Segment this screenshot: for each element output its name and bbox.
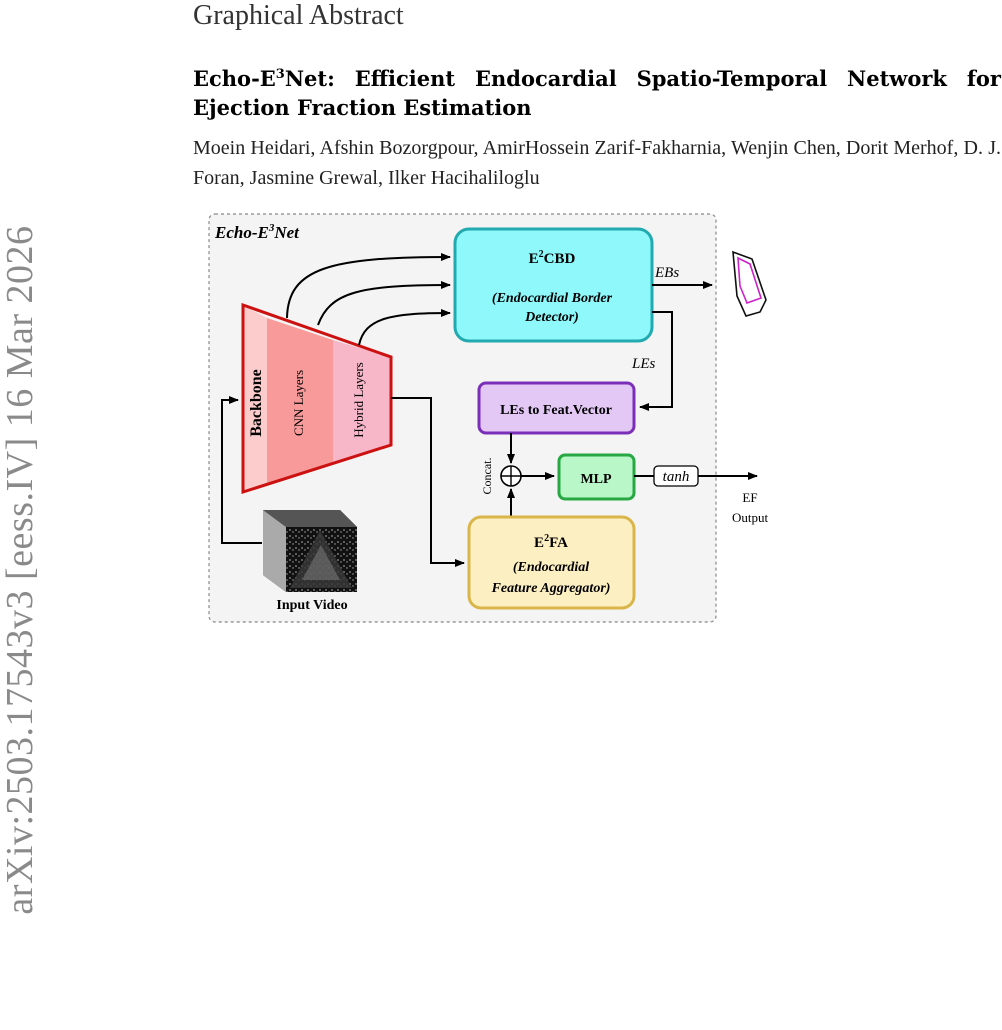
arrow-backbone-to-fa: [391, 397, 465, 567]
les-to-feature-block: LEs to Feat.Vector: [477, 381, 636, 435]
arrow-backbone-cnn-to-cbd-top: [286, 253, 451, 319]
input-video-icon: [263, 510, 357, 592]
cnn-layers-label: CNN Layers: [291, 370, 306, 436]
graphical-abstract-diagram: Echo-E3Net Backbone CNN Layers Hybrid La…: [208, 213, 769, 623]
mlp-block: MLP: [557, 453, 636, 501]
title-superscript: 3: [275, 67, 285, 82]
backbone-label: Backbone: [248, 369, 265, 437]
les-box-label: LEs to Feat.Vector: [500, 403, 612, 418]
fa-subtitle-line2: Feature Aggregator): [491, 581, 611, 596]
cbd-subtitle-line2: Detector): [524, 310, 579, 325]
input-video-label: Input Video: [276, 598, 347, 613]
les-label: LEs: [631, 356, 656, 372]
tanh-label: tanh: [663, 469, 690, 485]
arrow-backbone-mid-to-cbd: [317, 281, 451, 326]
arrow-backbone-hybrid-to-cbd: [358, 309, 451, 346]
fa-subtitle-line1: (Endocardial: [513, 560, 589, 575]
mlp-label: MLP: [580, 472, 612, 487]
backbone-block: Backbone CNN Layers Hybrid Layers: [241, 302, 393, 495]
title-prefix: Echo-E: [193, 66, 276, 91]
section-heading: Graphical Abstract: [193, 0, 404, 31]
concat-operator-icon: [500, 465, 522, 487]
output-line2: Output: [732, 510, 769, 525]
output-line1: EF: [742, 490, 757, 505]
title-rest: Net: Efficient Endocardial Spatio-Tempor…: [193, 66, 1001, 120]
fa-block: E2FA (Endocardial Feature Aggregator): [467, 515, 636, 610]
tanh-block: tanh: [653, 465, 699, 487]
cbd-title: E2CBD: [529, 249, 576, 267]
paper-title: Echo-E3Net: Efficient Endocardial Spatio…: [193, 60, 1001, 122]
hybrid-layers-label: Hybrid Layers: [351, 362, 366, 437]
cbd-subtitle-line1: (Endocardial Border: [492, 291, 613, 306]
fa-title: E2FA: [534, 533, 568, 551]
frame-label: Echo-E3Net: [214, 222, 300, 242]
ebs-label: EBs: [654, 265, 679, 281]
arrow-input-to-backbone: [221, 396, 262, 544]
author-list: Moein Heidari, Afshin Bozorgpour, AmirHo…: [193, 137, 1001, 189]
concat-label: Concat.: [480, 458, 494, 495]
cbd-block: E2CBD (Endocardial Border Detector): [453, 227, 654, 343]
arrow-les: [639, 311, 673, 411]
endocardial-border-icon: [732, 250, 767, 317]
